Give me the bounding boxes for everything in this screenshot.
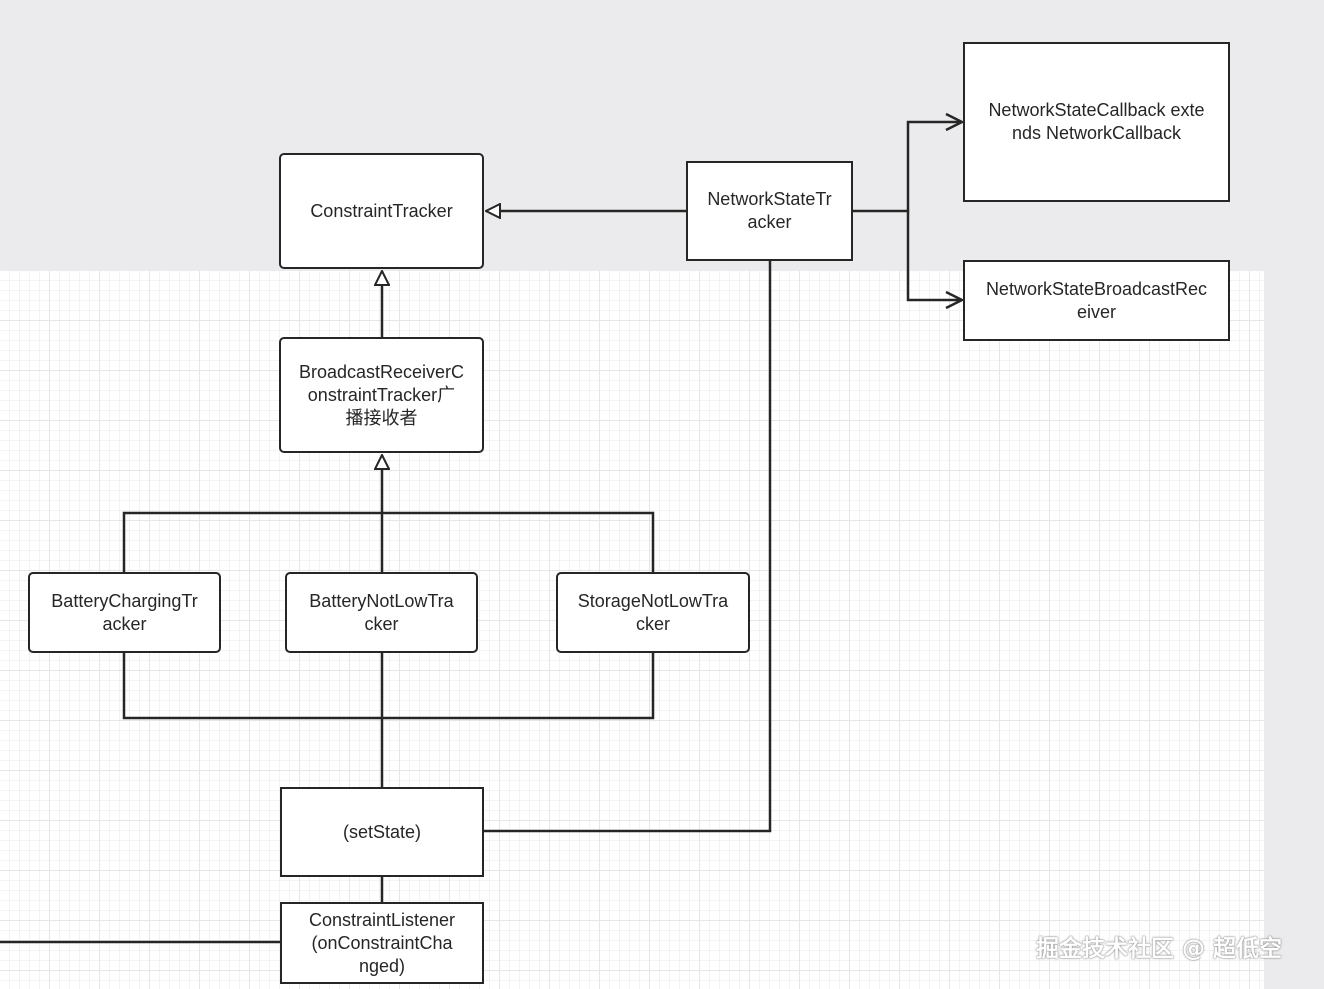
network-state-callback-label-line-2: nds NetworkCallback bbox=[1011, 123, 1182, 143]
edge-bottom-bus bbox=[122, 652, 655, 720]
broadcast-receiver-constraint-tracker-label-line-1: BroadcastReceiverC bbox=[298, 361, 465, 382]
network-state-broadcast-receiver-label-line-1: NetworkStateBroadcastRec bbox=[985, 278, 1208, 299]
set-state-node[interactable]: (setState) bbox=[280, 787, 484, 877]
edge-network-tracker-to-broadcast-receiver bbox=[906, 211, 962, 300]
edge-network-tracker-to-callback bbox=[853, 122, 962, 213]
network-state-tracker-label-line-1: NetworkStateTr bbox=[707, 189, 832, 209]
battery-charging-tracker-label-line-1: BatteryChargingTr bbox=[51, 590, 198, 611]
watermark-text: 掘金技术社区 @ 超低空 bbox=[1036, 936, 1283, 962]
broadcast-receiver-constraint-tracker-label-line-2: onstraintTracker广 bbox=[307, 384, 456, 405]
network-state-tracker-label-line-2: acker bbox=[747, 212, 792, 232]
battery-not-low-tracker-label-line-1: BatteryNotLowTra bbox=[309, 590, 454, 611]
battery-charging-tracker-label-line-2: acker bbox=[102, 613, 147, 634]
network-state-broadcast-receiver-node[interactable]: NetworkStateBroadcastRec eiver bbox=[963, 260, 1230, 341]
storage-not-low-tracker-label-line-2: cker bbox=[635, 613, 670, 634]
constraint-listener-label-line-3: nged) bbox=[358, 955, 406, 976]
set-state-label: (setState) bbox=[342, 821, 422, 842]
edge-top-bus bbox=[122, 511, 655, 573]
storage-not-low-tracker-node[interactable]: StorageNotLowTra cker bbox=[556, 572, 750, 653]
constraint-tracker-label: ConstraintTracker bbox=[310, 200, 453, 221]
network-state-callback-node[interactable]: NetworkStateCallback exte nds NetworkCal… bbox=[963, 42, 1230, 202]
broadcast-receiver-constraint-tracker-node[interactable]: BroadcastReceiverC onstraintTracker广 播接收… bbox=[279, 337, 484, 453]
constraint-tracker-node[interactable]: ConstraintTracker bbox=[279, 153, 484, 269]
storage-not-low-tracker-label-line-1: StorageNotLowTra bbox=[577, 590, 729, 611]
battery-charging-tracker-node[interactable]: BatteryChargingTr acker bbox=[28, 572, 221, 653]
constraint-listener-node[interactable]: ConstraintListener (onConstraintCha nged… bbox=[280, 902, 484, 984]
network-state-callback-label-line-1: NetworkStateCallback exte bbox=[988, 100, 1205, 120]
broadcast-receiver-constraint-tracker-label-line-3: 播接收者 bbox=[345, 407, 418, 428]
network-state-tracker-node[interactable]: NetworkStateTr acker bbox=[686, 161, 853, 261]
battery-not-low-tracker-label-line-2: cker bbox=[364, 613, 399, 634]
battery-not-low-tracker-node[interactable]: BatteryNotLowTra cker bbox=[285, 572, 478, 653]
constraint-listener-label-line-1: ConstraintListener bbox=[308, 909, 456, 930]
edge-network-tracker-to-setstate bbox=[484, 261, 772, 833]
constraint-listener-label-line-2: (onConstraintCha bbox=[311, 932, 453, 953]
network-state-broadcast-receiver-label-line-2: eiver bbox=[1076, 301, 1116, 322]
